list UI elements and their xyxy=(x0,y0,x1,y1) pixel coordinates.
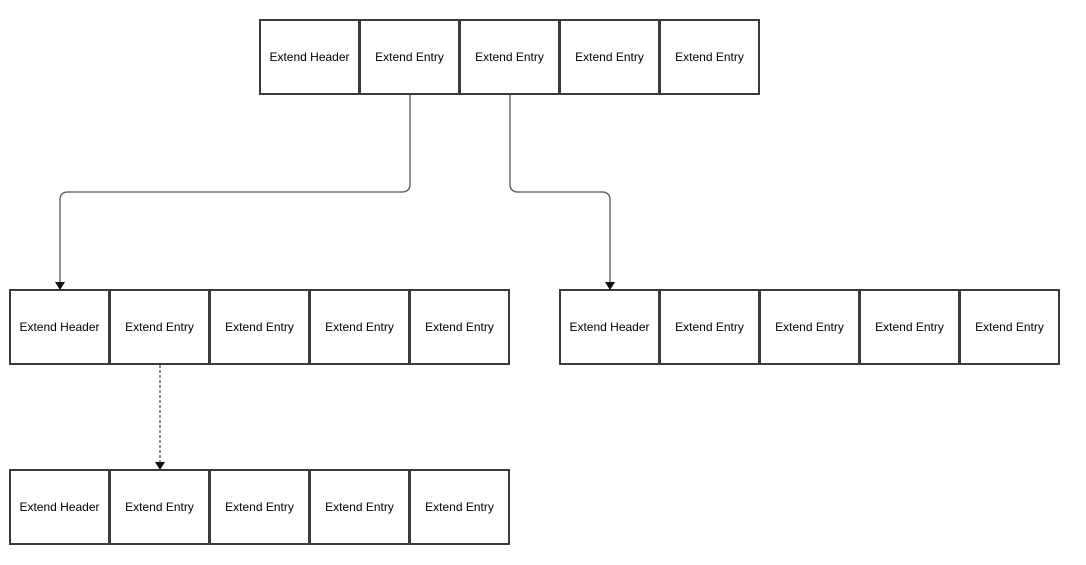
node-entry-cell[interactable]: Extend Entry xyxy=(209,469,310,545)
node-entry-cell[interactable]: Extend Entry xyxy=(409,289,510,365)
node-header-cell[interactable]: Extend Header xyxy=(259,19,360,95)
node-entry-cell[interactable]: Extend Entry xyxy=(359,19,460,95)
node-entry-cell[interactable]: Extend Entry xyxy=(309,469,410,545)
node-header-cell[interactable]: Extend Header xyxy=(559,289,660,365)
node-entry-cell[interactable]: Extend Entry xyxy=(759,289,860,365)
node-entry-cell[interactable]: Extend Entry xyxy=(309,289,410,365)
node-entry-cell[interactable]: Extend Entry xyxy=(109,289,210,365)
node-entry-cell[interactable]: Extend Entry xyxy=(459,19,560,95)
node-entry-cell[interactable]: Extend Entry xyxy=(209,289,310,365)
node-entry-cell[interactable]: Extend Entry xyxy=(109,469,210,545)
node-entry-cell[interactable]: Extend Entry xyxy=(409,469,510,545)
connector-top-to-middle-left xyxy=(59,95,411,282)
node-entry-cell[interactable]: Extend Entry xyxy=(559,19,660,95)
node-entry-cell[interactable]: Extend Entry xyxy=(859,289,960,365)
node-entry-cell[interactable]: Extend Entry xyxy=(959,289,1060,365)
connector-top-to-middle-right xyxy=(509,95,611,282)
node-entry-cell[interactable]: Extend Entry xyxy=(659,289,760,365)
node-entry-cell[interactable]: Extend Entry xyxy=(659,19,760,95)
node-header-cell[interactable]: Extend Header xyxy=(9,289,110,365)
node-header-cell[interactable]: Extend Header xyxy=(9,469,110,545)
